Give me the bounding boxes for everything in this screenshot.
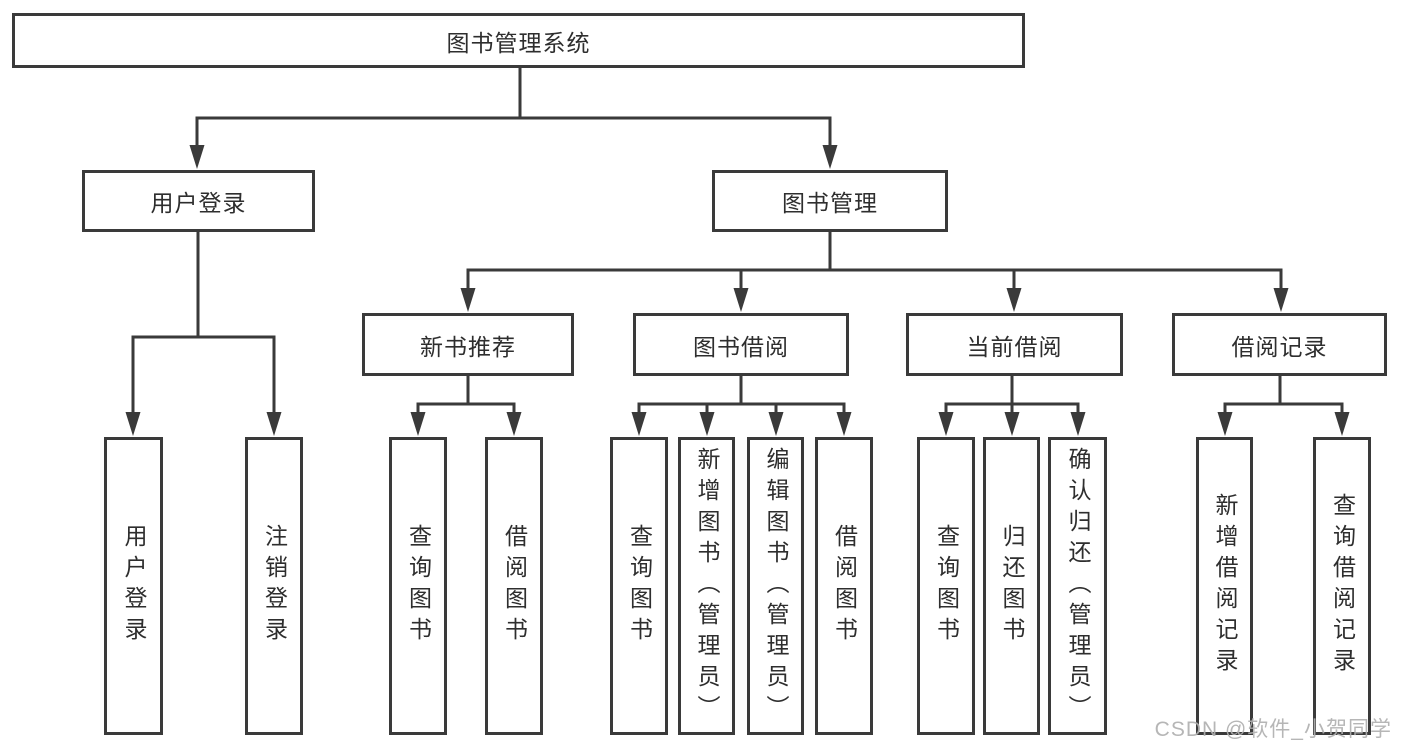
node-book-borrow: 图书借阅 xyxy=(633,313,849,376)
arrow-icon xyxy=(1217,412,1233,436)
leaf-label: 确认归还（管理员） xyxy=(1065,446,1091,726)
connector-records xyxy=(1223,374,1344,418)
leaf-query-books-current: 查询图书 xyxy=(917,437,975,735)
arrow-icon xyxy=(733,288,749,312)
leaf-label: 注销登录 xyxy=(261,524,288,648)
connector-current xyxy=(944,374,1080,418)
connector-user-login xyxy=(131,230,276,418)
arrow-icon xyxy=(699,412,715,436)
node-user-login: 用户登录 xyxy=(82,170,315,232)
node-current-borrow: 当前借阅 xyxy=(906,313,1123,376)
arrowheads xyxy=(125,145,1350,436)
leaf-label: 用户登录 xyxy=(121,524,147,648)
arrow-icon xyxy=(460,288,476,312)
node-root: 图书管理系统 xyxy=(12,13,1025,68)
leaf-return-book: 归还图书 xyxy=(983,437,1040,735)
arrow-icon xyxy=(822,145,838,169)
connector-root xyxy=(195,66,832,152)
leaf-label: 查询图书 xyxy=(933,524,960,648)
arrow-icon xyxy=(506,412,522,436)
leaf-label: 编辑图书（管理员） xyxy=(763,446,789,726)
arrow-icon xyxy=(189,145,205,169)
leaf-label: 借阅图书 xyxy=(501,524,528,648)
watermark: CSDN @软件_小贺同学 xyxy=(1154,718,1392,741)
leaf-user-login: 用户登录 xyxy=(104,437,163,735)
leaf-label: 查询图书 xyxy=(626,524,653,648)
arrow-icon xyxy=(836,412,852,436)
arrow-icon xyxy=(768,412,784,436)
arrow-icon xyxy=(631,412,647,436)
leaf-label: 归还图书 xyxy=(999,524,1025,648)
node-new-book-recommend: 新书推荐 xyxy=(362,313,574,376)
leaf-label: 借阅图书 xyxy=(831,524,858,648)
arrow-icon xyxy=(410,412,426,436)
leaf-label: 新增图书（管理员） xyxy=(694,446,720,726)
leaf-add-borrow-record: 新增借阅记录 xyxy=(1196,437,1253,735)
leaf-label: 查询图书 xyxy=(405,524,432,648)
arrow-icon xyxy=(1273,288,1289,312)
arrow-icon xyxy=(125,412,141,436)
leaf-query-borrow-record: 查询借阅记录 xyxy=(1313,437,1371,735)
arrow-icon xyxy=(1006,288,1022,312)
arrow-icon xyxy=(938,412,954,436)
connector-recommend xyxy=(416,374,516,418)
arrow-icon xyxy=(266,412,282,436)
node-borrow-records: 借阅记录 xyxy=(1172,313,1387,376)
leaf-add-book-admin: 新增图书（管理员） xyxy=(678,437,735,735)
leaf-borrow-books: 借阅图书 xyxy=(815,437,873,735)
leaf-label: 新增借阅记录 xyxy=(1212,493,1238,679)
node-book-management: 图书管理 xyxy=(712,170,948,232)
arrow-icon xyxy=(1004,412,1020,436)
connector-book-mgmt xyxy=(466,230,1283,294)
leaf-logout: 注销登录 xyxy=(245,437,303,735)
leaf-query-books-borrow: 查询图书 xyxy=(610,437,668,735)
leaf-label: 查询借阅记录 xyxy=(1329,493,1356,679)
leaf-edit-book-admin: 编辑图书（管理员） xyxy=(747,437,804,735)
leaf-confirm-return-admin: 确认归还（管理员） xyxy=(1048,437,1107,735)
leaf-query-books-recommend: 查询图书 xyxy=(389,437,447,735)
arrow-icon xyxy=(1070,412,1086,436)
leaf-borrow-books-recommend: 借阅图书 xyxy=(485,437,543,735)
arrow-icon xyxy=(1334,412,1350,436)
connector-borrow xyxy=(637,374,846,418)
